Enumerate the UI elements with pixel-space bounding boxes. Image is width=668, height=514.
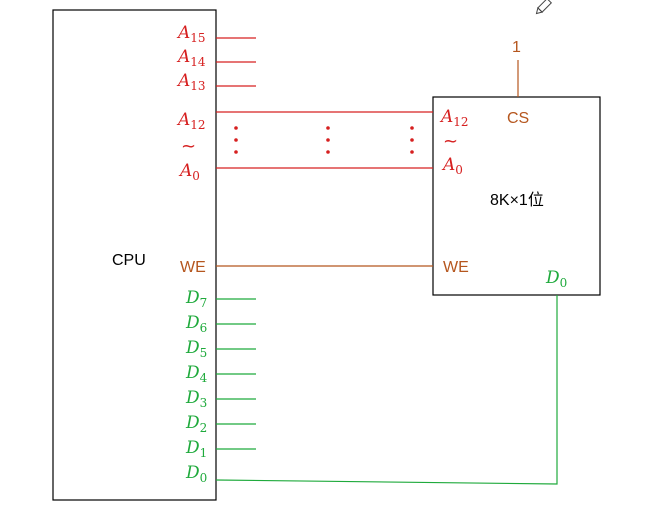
cpu-pin-d7: D7 [185, 288, 207, 310]
chip-we-label: WE [443, 259, 469, 276]
cpu-pin-d5: D5 [185, 338, 207, 360]
cpu-pin-d1: D1 [185, 438, 207, 460]
memory-chip-block [432, 96, 601, 296]
cs-value: 1 [512, 39, 521, 56]
cpu-pin-a12: A12 [176, 110, 206, 132]
cpu-pin-a0: A0 [178, 161, 200, 183]
chip-capacity-label: 8K×1位 [490, 191, 544, 209]
chip-range-tilde: ~ [443, 131, 458, 152]
cpu-pin-d0: D0 [185, 463, 207, 485]
cpu-pin-a13: A13 [176, 71, 206, 93]
pencil-icon [535, 0, 553, 15]
cpu-block [52, 9, 217, 501]
cpu-pin-d3: D3 [185, 388, 207, 410]
chip-pin-a0: A0 [441, 155, 463, 177]
cpu-pin-d6: D6 [185, 313, 207, 335]
cpu-pin-d4: D4 [185, 363, 208, 385]
cpu-label: CPU [112, 252, 146, 269]
cpu-pin-a14: A14 [176, 47, 206, 69]
cpu-we-label: WE [180, 259, 206, 276]
chip-pin-a12: A12 [439, 107, 469, 129]
cs-label: CS [507, 110, 529, 127]
d0-wire [215, 295, 558, 485]
cpu-range-tilde: ~ [181, 136, 196, 157]
address-ellipsis [234, 126, 414, 154]
chip-pin-d0: D0 [545, 268, 567, 290]
cpu-pin-a15: A15 [176, 23, 206, 45]
cpu-pin-d2: D2 [185, 413, 207, 435]
